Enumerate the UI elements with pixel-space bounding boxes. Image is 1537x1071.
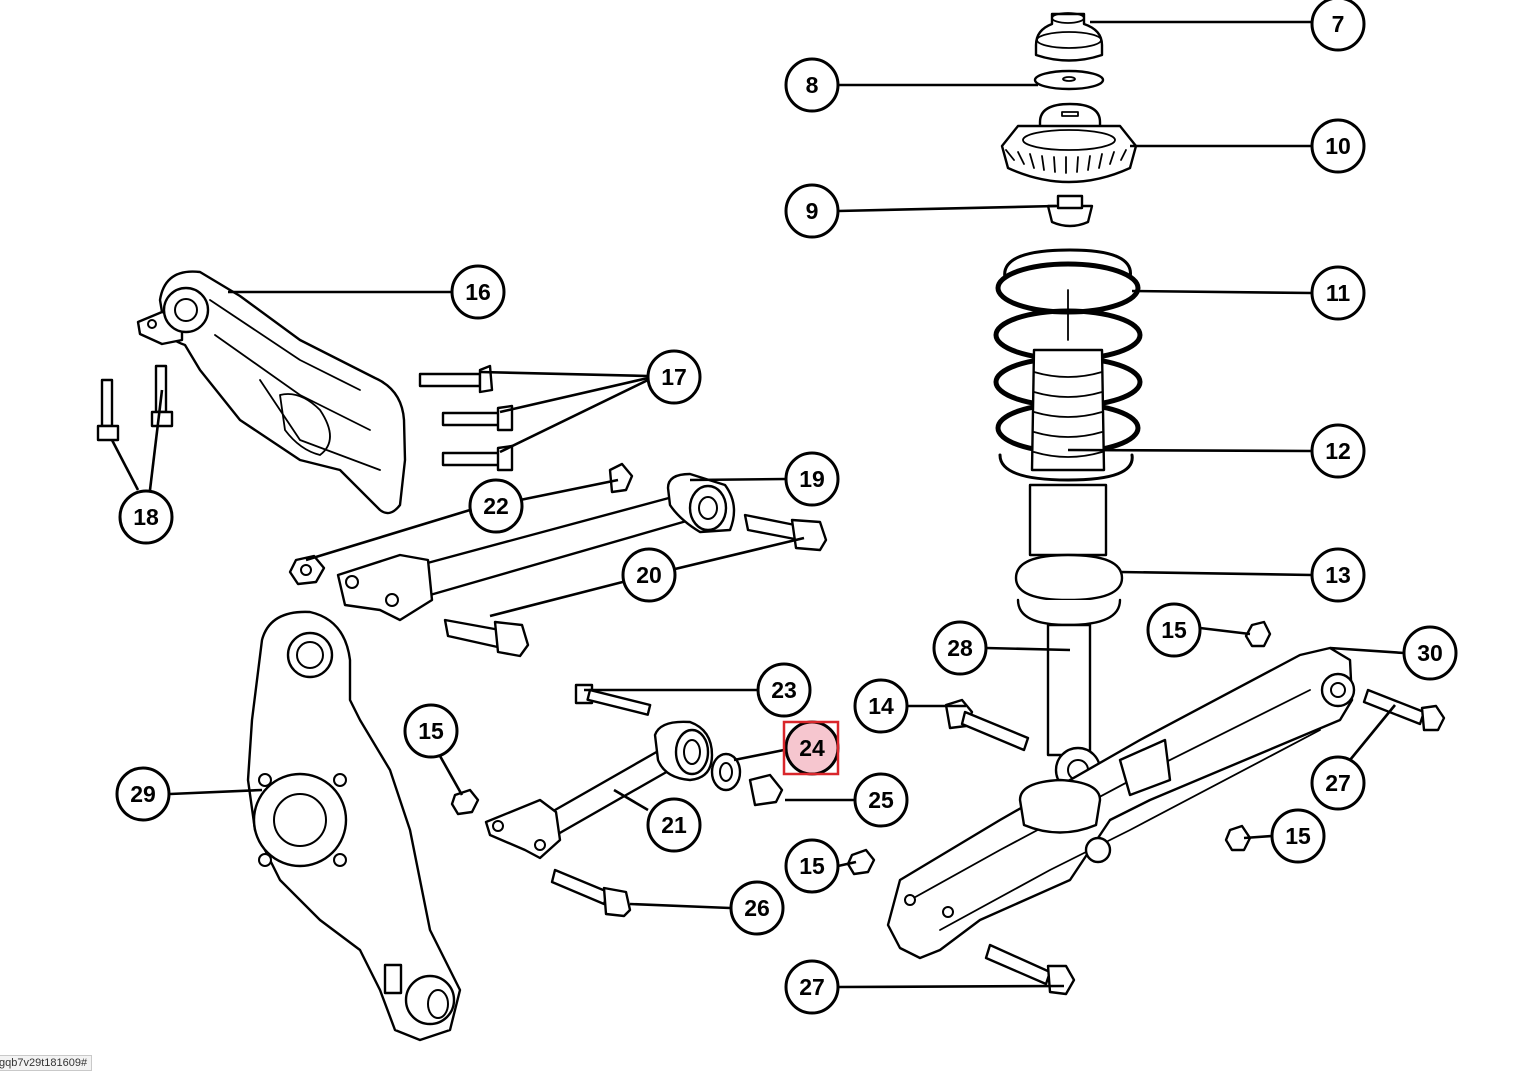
- washer-part: [1033, 69, 1105, 91]
- callout-label: 13: [1325, 562, 1351, 588]
- callout-15-center[interactable]: 15: [784, 838, 840, 894]
- dust-boot-part: [1030, 348, 1106, 472]
- callout-label: 27: [1325, 770, 1351, 796]
- lower-spring-isolator-part: [1014, 483, 1124, 627]
- parts-artwork: [96, 12, 1446, 1042]
- callout-label: 10: [1325, 133, 1351, 159]
- callout-label: 7: [1332, 11, 1345, 37]
- callout-15-lower-right[interactable]: 15: [1270, 808, 1326, 864]
- callout-label: 15: [799, 853, 825, 879]
- callout-label: 23: [771, 677, 797, 703]
- callout-28[interactable]: 28: [932, 620, 988, 676]
- callout-30[interactable]: 30: [1402, 625, 1458, 681]
- callout-label: 14: [868, 693, 894, 719]
- callout-label: 30: [1417, 640, 1443, 666]
- callout-label: 8: [806, 72, 819, 98]
- upper-control-arm-part: [136, 270, 407, 515]
- callout-label: 29: [130, 781, 156, 807]
- callout-label: 22: [483, 493, 509, 519]
- nut-bolt-22-part: [288, 462, 634, 586]
- callout-21[interactable]: 21: [646, 797, 702, 853]
- callout-18[interactable]: 18: [118, 489, 174, 545]
- callout-13[interactable]: 13: [1310, 547, 1366, 603]
- callout-label: 25: [868, 787, 894, 813]
- callout-label: 18: [133, 504, 159, 530]
- callout-16[interactable]: 16: [450, 264, 506, 320]
- callout-label: 28: [947, 635, 973, 661]
- callout-label: 12: [1325, 438, 1351, 464]
- callout-label: 9: [806, 198, 819, 224]
- vertical-bolts-part: [96, 364, 174, 442]
- callout-11[interactable]: 11: [1310, 265, 1366, 321]
- callouts: 7 8 9 10 11 12 13 14 15 15 15 15 16 17 1…: [115, 0, 1458, 1015]
- knuckle-part: [246, 610, 462, 1042]
- callout-label: 20: [636, 562, 662, 588]
- callout-20[interactable]: 20: [621, 547, 677, 603]
- image-id-label: gqb7v29t181609#: [0, 1055, 93, 1071]
- callout-14[interactable]: 14: [853, 678, 909, 734]
- callout-24-highlighted[interactable]: 24: [782, 720, 840, 776]
- callout-label: 15: [1285, 823, 1311, 849]
- trailing-link-part: [336, 472, 828, 658]
- callout-label: 21: [661, 812, 687, 838]
- callout-9[interactable]: 9: [784, 183, 840, 239]
- lateral-link-part: [484, 683, 784, 918]
- callout-27-bottom[interactable]: 27: [784, 959, 840, 1015]
- callout-label: 27: [799, 974, 825, 1000]
- callout-label: 16: [465, 279, 491, 305]
- upper-spring-mount-part: [1000, 102, 1138, 184]
- callout-label: 17: [661, 364, 687, 390]
- callout-15-left[interactable]: 15: [403, 703, 459, 759]
- callout-label: 26: [744, 895, 770, 921]
- control-arm-bolts-part: [418, 364, 514, 472]
- callout-22[interactable]: 22: [468, 478, 524, 534]
- callout-19[interactable]: 19: [784, 451, 840, 507]
- callout-7[interactable]: 7: [1310, 0, 1366, 52]
- callout-29[interactable]: 29: [115, 766, 171, 822]
- jounce-bumper-part: [1046, 194, 1094, 228]
- callout-10[interactable]: 10: [1310, 118, 1366, 174]
- callout-8[interactable]: 8: [784, 57, 840, 113]
- callout-label: 15: [1161, 617, 1187, 643]
- upper-mount-bumper-part: [1034, 12, 1104, 62]
- lower-control-arm-part: [886, 646, 1356, 960]
- callout-25[interactable]: 25: [853, 772, 909, 828]
- callout-label: 19: [799, 466, 825, 492]
- callout-label: 15: [418, 718, 444, 744]
- callout-label: 24: [799, 735, 825, 761]
- selection-highlight-box: [782, 720, 840, 776]
- callout-15-upper-right[interactable]: 15: [1146, 602, 1202, 658]
- callout-12[interactable]: 12: [1310, 423, 1366, 479]
- callout-23[interactable]: 23: [756, 662, 812, 718]
- callout-26[interactable]: 26: [729, 880, 785, 936]
- callout-label: 11: [1326, 280, 1351, 306]
- callout-27-right[interactable]: 27: [1310, 755, 1366, 811]
- callout-17[interactable]: 17: [646, 349, 702, 405]
- strut-bolt-part: [944, 698, 1030, 752]
